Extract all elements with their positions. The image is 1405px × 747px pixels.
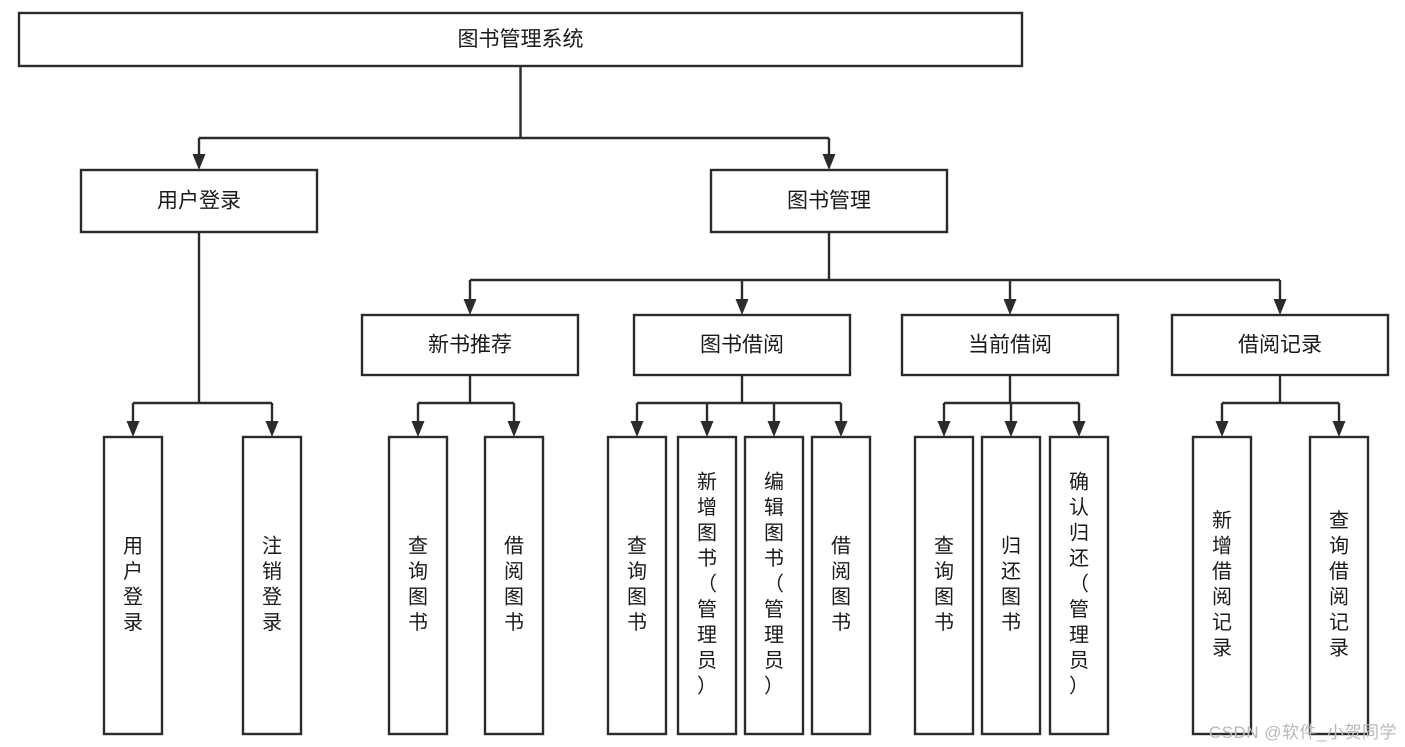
node-box-root[interactable] xyxy=(17,11,1024,68)
node-label-leaf-query-book-3: 查询图书 xyxy=(934,535,954,635)
connector-group-user-login xyxy=(126,232,279,437)
node-box-leaf-query-book-2[interactable] xyxy=(606,435,668,736)
node-leaf-return-book[interactable]: 归还图书 xyxy=(980,435,1042,736)
node-label-leaf-borrow-book-1: 借阅图书 xyxy=(504,535,524,635)
node-label-book-manage: 图书管理 xyxy=(787,190,871,213)
node-leaf-borrow-book-2[interactable]: 借阅图书 xyxy=(810,435,872,736)
node-leaf-edit-book[interactable]: 编辑图书（管理员） xyxy=(743,435,805,736)
node-label-user-login: 用户登录 xyxy=(157,190,241,213)
node-label-leaf-return-book: 归还图书 xyxy=(1001,535,1021,635)
node-leaf-query-book-1[interactable]: 查询图书 xyxy=(387,435,449,736)
node-box-leaf-query-book-1[interactable] xyxy=(387,435,449,736)
node-box-leaf-user-login[interactable] xyxy=(102,435,164,736)
node-label-leaf-query-book-1: 查询图书 xyxy=(408,535,428,635)
node-label-leaf-borrow-book-2: 借阅图书 xyxy=(831,535,851,635)
node-borrow-record[interactable]: 借阅记录 xyxy=(1170,313,1390,377)
node-label-leaf-edit-book: 编辑图书（管理员） xyxy=(764,471,784,698)
node-label-book-borrow: 图书借阅 xyxy=(700,334,784,357)
node-box-new-book-recommend[interactable] xyxy=(360,313,580,377)
node-user-login[interactable]: 用户登录 xyxy=(79,168,319,234)
connector-group-current-borrow xyxy=(937,375,1086,437)
node-label-root: 图书管理系统 xyxy=(458,28,584,51)
node-label-borrow-record: 借阅记录 xyxy=(1238,334,1322,357)
node-box-leaf-borrow-book-2[interactable] xyxy=(810,435,872,736)
node-label-current-borrow: 当前借阅 xyxy=(968,334,1052,357)
node-leaf-query-book-2[interactable]: 查询图书 xyxy=(606,435,668,736)
node-box-user-login[interactable] xyxy=(79,168,319,234)
node-leaf-user-logout[interactable]: 注销登录 xyxy=(241,435,303,736)
node-book-manage[interactable]: 图书管理 xyxy=(709,168,949,234)
node-layer: 图书管理系统用户登录图书管理新书推荐图书借阅当前借阅借阅记录用户登录注销登录查询… xyxy=(17,11,1390,736)
node-box-leaf-query-book-3[interactable] xyxy=(913,435,975,736)
node-root[interactable]: 图书管理系统 xyxy=(17,11,1024,68)
node-label-leaf-query-record: 查询借阅记录 xyxy=(1329,509,1349,660)
node-label-leaf-add-record: 新增借阅记录 xyxy=(1212,509,1232,660)
node-leaf-query-record[interactable]: 查询借阅记录 xyxy=(1308,435,1370,736)
node-box-leaf-user-logout[interactable] xyxy=(241,435,303,736)
node-leaf-query-book-3[interactable]: 查询图书 xyxy=(913,435,975,736)
connector-group-borrow-record xyxy=(1215,375,1346,437)
node-current-borrow[interactable]: 当前借阅 xyxy=(900,313,1120,377)
connector-group-root xyxy=(192,66,836,170)
node-leaf-add-book[interactable]: 新增图书（管理员） xyxy=(676,435,738,736)
node-label-new-book-recommend: 新书推荐 xyxy=(428,334,512,357)
connector-layer xyxy=(126,66,1346,437)
node-label-leaf-user-logout: 注销登录 xyxy=(262,535,282,635)
node-label-leaf-confirm-return: 确认归还（管理员） xyxy=(1069,471,1089,698)
node-box-leaf-confirm-return[interactable] xyxy=(1048,435,1110,736)
node-box-leaf-add-record[interactable] xyxy=(1191,435,1253,736)
node-leaf-confirm-return[interactable]: 确认归还（管理员） xyxy=(1048,435,1110,736)
node-book-borrow[interactable]: 图书借阅 xyxy=(632,313,852,377)
node-label-leaf-query-book-2: 查询图书 xyxy=(627,535,647,635)
node-leaf-borrow-book-1[interactable]: 借阅图书 xyxy=(483,435,545,736)
node-label-leaf-add-book: 新增图书（管理员） xyxy=(697,471,717,698)
node-box-leaf-edit-book[interactable] xyxy=(743,435,805,736)
node-box-leaf-add-book[interactable] xyxy=(676,435,738,736)
connector-group-book-borrow xyxy=(630,375,848,437)
node-leaf-user-login[interactable]: 用户登录 xyxy=(102,435,164,736)
connector-group-new-book-recommend xyxy=(411,375,521,437)
node-box-borrow-record[interactable] xyxy=(1170,313,1390,377)
watermark-credit: CSDN @软件_小贺同学 xyxy=(1208,723,1397,742)
node-box-book-manage[interactable] xyxy=(709,168,949,234)
node-box-leaf-borrow-book-1[interactable] xyxy=(483,435,545,736)
connector-group-book-manage xyxy=(463,232,1287,315)
node-box-book-borrow[interactable] xyxy=(632,313,852,377)
node-leaf-add-record[interactable]: 新增借阅记录 xyxy=(1191,435,1253,736)
node-box-leaf-query-record[interactable] xyxy=(1308,435,1370,736)
node-box-leaf-return-book[interactable] xyxy=(980,435,1042,736)
node-label-leaf-user-login: 用户登录 xyxy=(123,536,143,635)
node-box-current-borrow[interactable] xyxy=(900,313,1120,377)
node-new-book-recommend[interactable]: 新书推荐 xyxy=(360,313,580,377)
